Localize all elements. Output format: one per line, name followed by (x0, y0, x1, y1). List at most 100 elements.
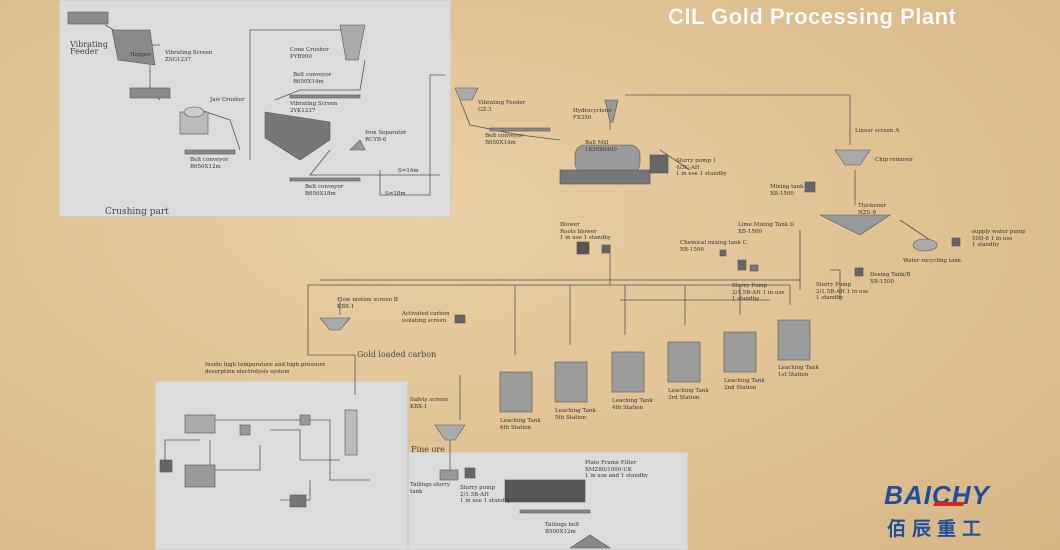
leaching-tank-4-label: Leaching Tank 4th Station (612, 398, 653, 411)
flow-line (249, 29, 345, 160)
safety-screen (434, 424, 466, 441)
chip-remover-label: Chip remover (875, 157, 914, 163)
hopper-label: Hopper (130, 52, 152, 58)
length-label: S=18m (385, 191, 406, 197)
mixing-tank (804, 181, 816, 193)
leaching-tank-6 (499, 371, 533, 413)
flow-line (209, 440, 261, 471)
truck (67, 11, 109, 25)
chemical-mixing-label: Chemical mixing tank C XB-1500 (680, 240, 747, 253)
belt-conveyor (289, 177, 361, 182)
vibrating-feeder (129, 87, 171, 99)
filter-unit (289, 494, 307, 508)
leaching-tank-2-label: Leaching Tank 2nd Station (724, 378, 765, 391)
cone-crusher-label: Cone Crusher PYB900 (290, 47, 329, 60)
flow-line (899, 219, 931, 241)
tailings-tank-label: Tailings slurry tank (410, 482, 450, 495)
safety-screen-label: Safety screen KBX-1 (410, 397, 448, 410)
tailings-belt-label: Tailings belt B500X12m (545, 522, 580, 535)
flow-line (379, 74, 445, 196)
vibrating-screen (264, 111, 331, 161)
blower (576, 241, 590, 255)
belt-conveyor (184, 149, 236, 155)
water-recycling-tank (912, 238, 938, 252)
belt-conveyor (289, 94, 361, 99)
blower-motor (601, 244, 611, 254)
filter-press (504, 479, 586, 503)
filter-press-label: Plate Frame Filter XMZ80/1000-UK 1 in us… (585, 460, 649, 479)
flow-line (659, 149, 691, 171)
jaw-crusher-label: Jaw Crusher (210, 97, 245, 103)
valve (239, 424, 251, 436)
crushing-part-label: Crushing part (105, 207, 169, 217)
page-title: CIL Gold Processing Plant (668, 4, 957, 29)
iron-separator (349, 139, 366, 151)
pump-unit (159, 459, 173, 473)
vibrating-screen-2-label: Vibrating Screen 2YK1237 (290, 101, 338, 114)
flow-screen-label: Flow motion screen B KBX-1 (337, 297, 398, 310)
leaching-tank-3 (667, 341, 701, 383)
iron-separator-label: Iron Separator RCYB-6 (365, 130, 407, 143)
leaching-tank-6-label: Leaching Tank 6th Station (500, 418, 541, 431)
flow-screen (319, 317, 351, 331)
belt-conveyor-1-label: Belt conveyor B650X12m (190, 157, 229, 170)
grinding-feeder (454, 87, 479, 101)
blower-label: Blower Roots blower 1 in use 1 standby (560, 222, 611, 241)
jaw-crusher-top (183, 106, 205, 118)
gold-loaded-carbon-label: Gold loaded carbon (357, 350, 437, 359)
desorption-system-label: Inside high temperature and high pressur… (205, 362, 326, 375)
belt-conveyor-3-label: Belt conveyor B650X18m (305, 184, 344, 197)
linear-screen-label: Linear screen A (855, 128, 900, 134)
dosing-tank-label: Dosing Tank/B XB-1500 (870, 272, 911, 285)
belt-conveyor-2-label: Belt conveyor B650X14m (293, 72, 332, 85)
slurry-pump-2-label: Slurry Pump 2/1.5B-AH 1 in use 1 standby (816, 282, 869, 301)
fine-ore-label: Fine ore (411, 445, 445, 454)
chemical-pump (749, 264, 759, 272)
leaching-tank-1 (777, 319, 811, 361)
supply-water-label: supply water pump 50D-8 1 in use 1 stand… (972, 229, 1026, 248)
vibrating-feeder-label: Vibrating Feeder (70, 40, 108, 56)
flow-line (185, 419, 370, 481)
leaching-tank-5-label: Leaching Tank 5th Station (555, 408, 596, 421)
flow-line (199, 109, 241, 151)
heater (184, 464, 216, 488)
water-recycling-label: Water recycling tank (903, 258, 962, 264)
vibrating-screen-1-label: Vibrating Screen ZSG1237 (165, 50, 213, 63)
length-label: S=14m (398, 168, 419, 174)
blower-2-label: Slurry Pump 2/1.5B-AH 1 in use 1 standby (732, 283, 785, 302)
thickener (819, 214, 891, 236)
ball-mill-base (559, 169, 651, 185)
brand-name-cn: 佰辰重工 (886, 518, 987, 540)
tailings-pump (464, 467, 476, 479)
hydrocyclone-label: Hydrocyclone FX350 (573, 108, 612, 121)
leaching-tank-5 (554, 361, 588, 403)
grinding-belt-label: Belt conveyor B650X14m (485, 133, 524, 146)
brand-name-en: BAICHY (884, 480, 990, 510)
linear-screen (834, 149, 871, 166)
valve (299, 414, 311, 426)
dosing-tank (854, 267, 864, 277)
brand-logo: BAICHY 佰辰重工 (862, 480, 1012, 544)
lime-mixing-label: Lime Mixing Tank D XB-1500 (738, 222, 795, 235)
mill-motor (649, 154, 669, 174)
flow-line (274, 59, 366, 101)
lime-tank (719, 249, 727, 257)
flow-line (307, 285, 355, 356)
leaching-tank-1-label: Leaching Tank 1st Station (778, 365, 819, 378)
brand-swoosh (932, 502, 966, 506)
desorption-column (344, 409, 358, 456)
hopper (111, 29, 156, 66)
leaching-tank-4 (611, 351, 645, 393)
tailings-tank (439, 469, 459, 481)
tailings-pump-label: Slurry pump 2/1.5B-AH 1 in use 1 standby (460, 485, 511, 504)
leaching-tank-2 (723, 331, 757, 373)
flow-line (270, 429, 340, 461)
tailings-belt (519, 509, 591, 514)
leaching-tank-3-label: Leaching Tank 3rd Station (668, 388, 709, 401)
hydrocyclone (604, 99, 619, 123)
water-pump (951, 237, 961, 247)
grinding-feeder-label: Vibrating Feeder GZ-3 (478, 100, 526, 113)
trash-screen-label: Activated carbon isolating screen (402, 311, 450, 324)
flow-line (830, 269, 841, 300)
